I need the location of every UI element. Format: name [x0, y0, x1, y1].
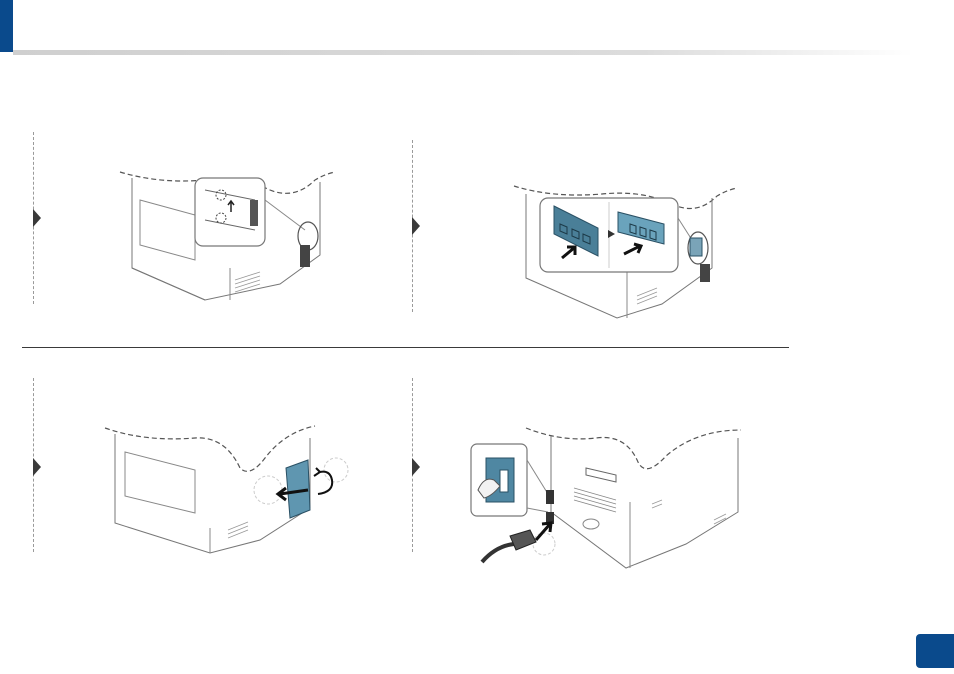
step-1-arrow-icon — [33, 209, 41, 227]
step-4-arrow-icon — [412, 458, 420, 476]
page-number-badge — [916, 634, 954, 668]
header-rule — [13, 50, 913, 55]
insert-memory-module-illustration — [512, 178, 742, 328]
section-divider — [22, 347, 789, 348]
header-accent-block — [0, 0, 13, 52]
connect-power-cord-illustration — [466, 420, 746, 572]
reattach-cover-illustration — [100, 418, 350, 558]
remove-screws-illustration — [110, 160, 340, 310]
step-3-arrow-icon — [33, 458, 41, 476]
step-2-arrow-icon — [412, 217, 420, 235]
